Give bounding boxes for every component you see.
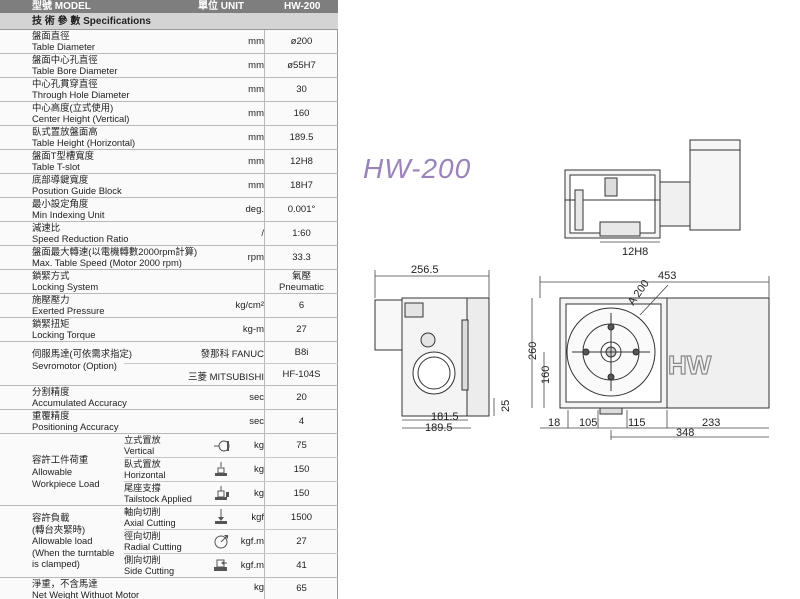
dim-top-width: 256.5	[411, 264, 439, 276]
table-row: 中心高度(立式使用)Center Height (Vertical) mm 16…	[0, 102, 338, 126]
tailstock-load-icon	[215, 486, 229, 500]
dim-h25: 25	[500, 400, 512, 412]
table-header: 型號 MODEL 單位 UNIT HW-200	[0, 0, 338, 13]
dim-18: 18	[548, 417, 560, 429]
vertical-load-icon	[214, 440, 230, 452]
technical-drawing: HW 256.5 453 A 200 12H8 260 160 25 181.5…	[374, 139, 770, 440]
radial-cutting-icon	[214, 535, 228, 549]
table-row: 盤面最大轉速(以電機轉數2000rpm計算)Max. Table Speed (…	[0, 246, 338, 270]
dim-tslot: 12H8	[622, 246, 648, 258]
dim-189: 189.5	[425, 422, 453, 434]
dim-h160: 160	[540, 366, 552, 384]
front-view-drawing	[559, 297, 770, 415]
top-view-drawing	[564, 139, 741, 239]
spec-subheader: 技 術 參 數 Specifications	[0, 13, 338, 30]
unit-label: 單位 UNIT	[198, 1, 245, 12]
side-cutting-icon	[214, 559, 227, 571]
dim-115: 115	[628, 417, 646, 429]
axial-cutting-icon	[215, 509, 227, 524]
model-title: HW-200	[363, 153, 472, 184]
horizontal-load-icon	[215, 462, 227, 476]
spec-table: 型號 MODEL 單位 UNIT HW-200 技 術 參 數 Specific…	[0, 0, 338, 599]
side-view-drawing	[374, 297, 490, 417]
dim-233: 233	[702, 417, 720, 429]
hw-logo: HW	[668, 350, 712, 380]
model-value: HW-200	[284, 1, 321, 12]
cutting-load-group: 容許負載(轉台夾緊時)Allowable load(When the turnt…	[0, 506, 338, 578]
dim-h260: 260	[527, 342, 539, 360]
dim-181: 181.5	[431, 411, 459, 423]
dim-total-width: 453	[658, 270, 676, 282]
model-label: 型號 MODEL	[32, 1, 91, 12]
dim-348: 348	[676, 427, 694, 439]
dim-105: 105	[579, 417, 597, 429]
spec-label: 技 術 參 數 Specifications	[32, 16, 151, 27]
servo-row: 伺服馬達(可依需求指定)Sevromotor (Option) 發那科 FANU…	[0, 342, 338, 386]
